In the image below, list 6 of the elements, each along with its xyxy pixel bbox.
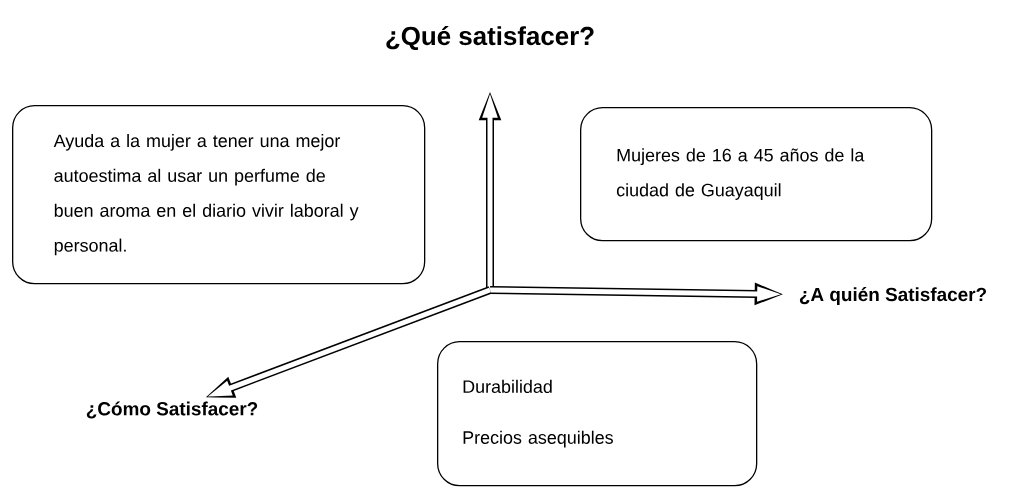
title: ¿Qué satisfacer? bbox=[386, 25, 594, 51]
axis-label: ¿Cómo Satisfacer? bbox=[86, 401, 258, 419]
text-box: Ayuda a la mujer a tener una mejor autoestima al usar un perfume de buen aroma en el diario vivir laboral y personal. bbox=[12, 105, 426, 285]
text-box: Durabilidad Precios asequibles bbox=[437, 341, 758, 487]
axis-label: ¿A quién Satisfacer? bbox=[799, 287, 987, 305]
text-box: Mujeres de 16 a 45 años de la ciudad de Guayaquil bbox=[580, 107, 933, 242]
